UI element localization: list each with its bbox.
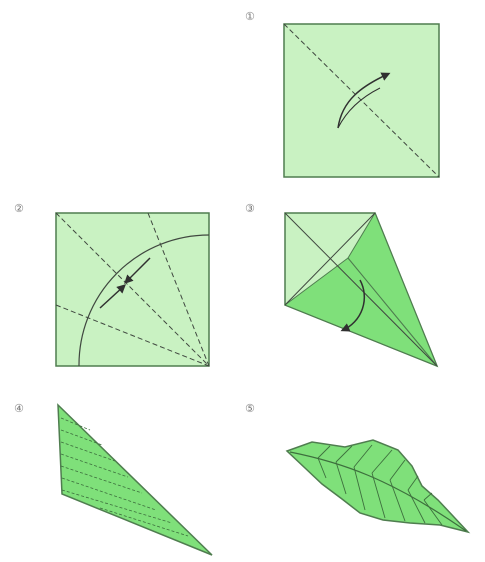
step-3-fold-line: [284, 212, 376, 306]
step-4-narrow-kite: [57, 403, 213, 556]
step-2-arrow-lower: [99, 284, 126, 309]
step-4-pleat-lines: [60, 417, 189, 537]
step-1-fold-arrow-outline: [337, 87, 381, 129]
step-3-number: ③: [245, 202, 255, 215]
step-2-arc-guide: [78, 234, 210, 367]
step-2-fold-line-top: [147, 212, 210, 367]
step-5-finished-leaf: [285, 439, 471, 534]
step-5: ⑤: [245, 402, 471, 534]
step-3: ③: [245, 202, 439, 368]
step-2-number: ②: [14, 202, 24, 215]
step-5-number: ⑤: [245, 402, 255, 415]
step-2-arrow-upper: [124, 257, 151, 284]
step-2-fold-line-left: [55, 304, 210, 367]
step-2: ②: [14, 202, 210, 367]
step-3-kite-folded-flap-2: [347, 211, 438, 367]
step-5-leaf-midrib: [289, 451, 467, 532]
step-3-center-line: [284, 212, 438, 367]
step-1: ①: [245, 10, 440, 178]
step-1-fold-arrow: [337, 72, 391, 129]
step-3-fold-arrow: [340, 279, 366, 332]
step-1-diagonal-fold-line: [283, 23, 440, 178]
step-5-leaf-veins: [317, 444, 443, 526]
step-4: ④: [14, 402, 213, 556]
step-4-number: ④: [14, 402, 24, 415]
step-1-number: ①: [245, 10, 255, 23]
step-2-center-diagonal: [55, 212, 210, 367]
